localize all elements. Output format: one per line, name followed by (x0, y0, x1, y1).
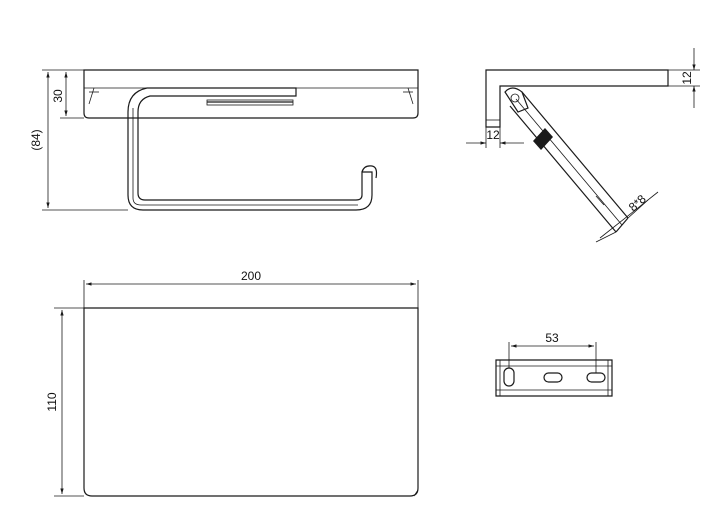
dimension-8x8: 8*8 (626, 192, 649, 215)
dimension-84: (84) (29, 129, 43, 150)
side-view: 12 12 8*8 (466, 48, 700, 243)
front-view: 30 (84) (29, 69, 419, 211)
dimension-53: 53 (545, 331, 559, 345)
dimension-12-bottom: 12 (486, 128, 500, 142)
mounting-bracket-view: 53 (495, 331, 613, 397)
dimension-30: 30 (51, 89, 65, 103)
dimension-110: 110 (45, 392, 59, 411)
top-view: 200 110 (45, 269, 419, 497)
dimension-200: 200 (241, 269, 261, 283)
dimension-12-top: 12 (680, 71, 694, 85)
